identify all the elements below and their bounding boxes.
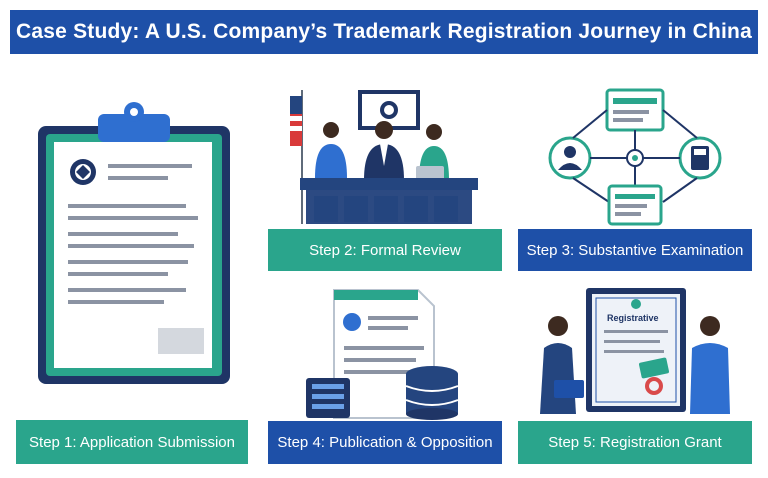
certificate-title: Registrative: [607, 313, 659, 323]
step2-text: Step 2: Formal Review: [309, 241, 461, 259]
step1-text: Step 1: Application Submission: [29, 433, 235, 451]
step5-label: Step 5: Registration Grant: [518, 421, 752, 464]
step5-text: Step 5: Registration Grant: [548, 434, 722, 451]
step3-text: Step 3: Substantive Examination: [526, 241, 744, 259]
step4-text: Step 4: Publication & Opposition: [277, 434, 493, 451]
clipboard-illustration: [30, 100, 245, 390]
step3-label: Step 3: Substantive Examination: [518, 229, 752, 271]
step4-label: Step 4: Publication & Opposition: [268, 421, 502, 464]
examination-flow-illustration: [543, 86, 733, 226]
publication-illustration: [300, 286, 470, 420]
step1-label: Step 1: Application Submission: [16, 420, 248, 464]
page-title: Case Study: A U.S. Company’s Trademark R…: [16, 20, 752, 43]
review-panel-illustration: [280, 86, 485, 226]
step2-label: Step 2: Formal Review: [268, 229, 502, 271]
registration-grant-illustration: Registrative: [530, 284, 740, 420]
title-bar: Case Study: A U.S. Company’s Trademark R…: [10, 10, 758, 54]
